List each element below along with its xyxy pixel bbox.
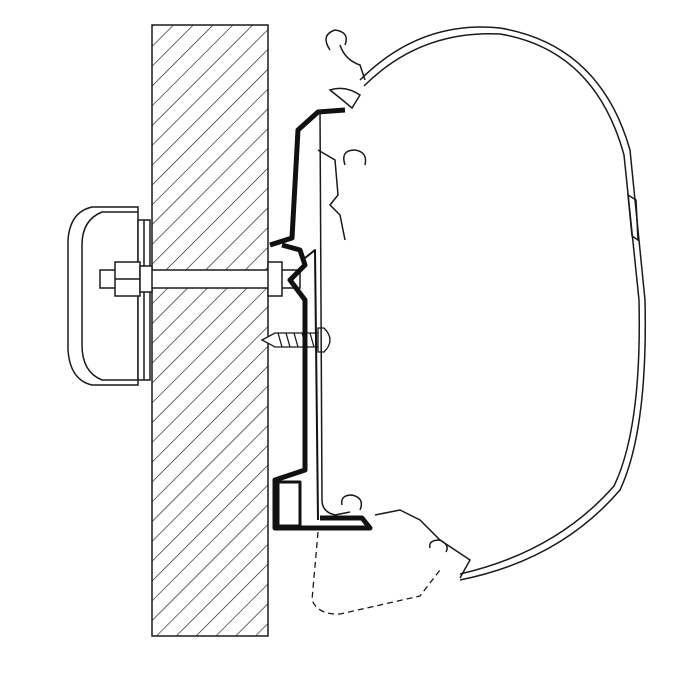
dashed-outline (311, 531, 441, 615)
wall (151, 24, 269, 637)
wood-screw (260, 327, 331, 353)
through-bolt (99, 261, 301, 297)
adapter-bracket (269, 107, 373, 531)
awning-case (317, 26, 647, 581)
fastening-knob (67, 206, 151, 386)
